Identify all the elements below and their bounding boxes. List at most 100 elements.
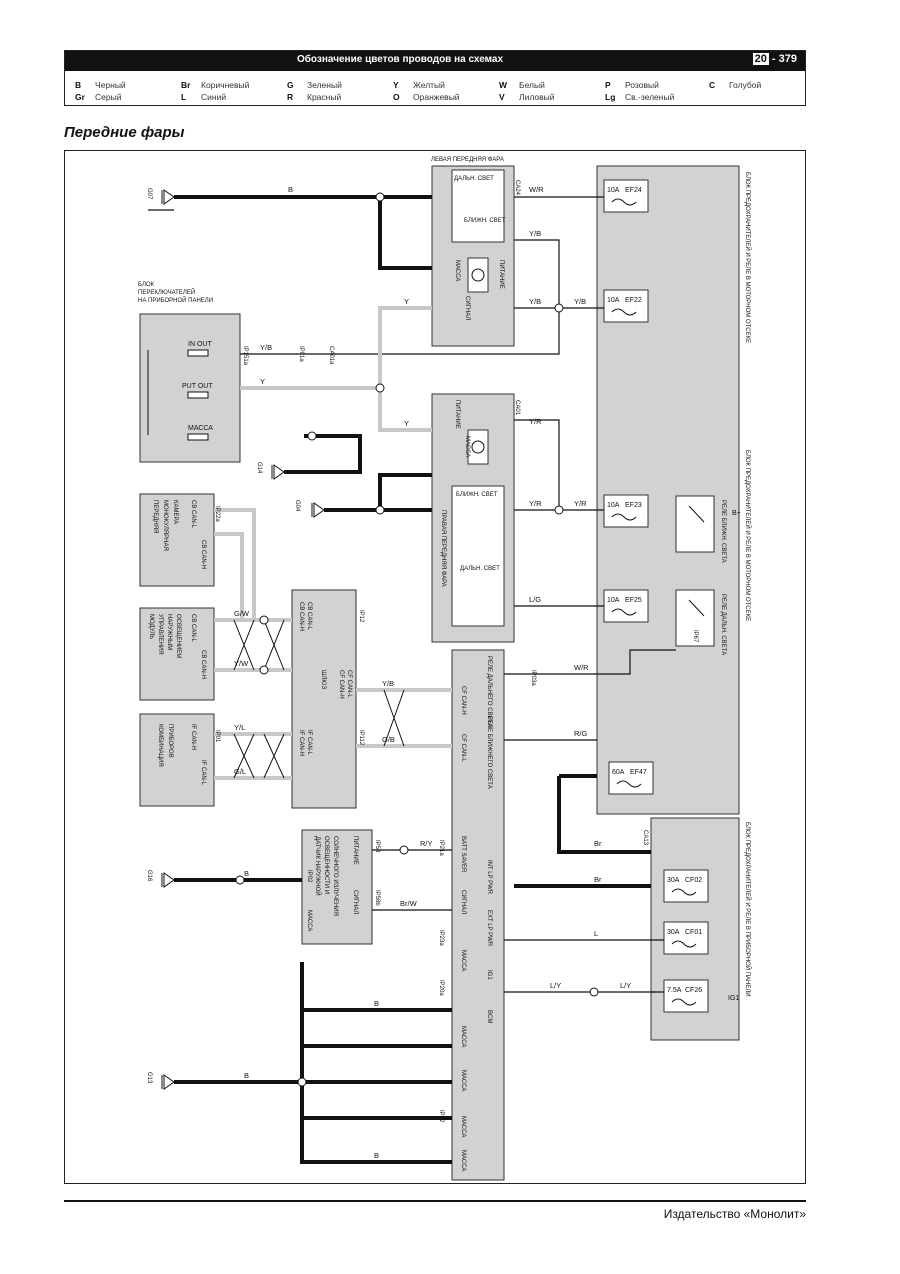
svg-text:ДАЛЬН. СВЕТ: ДАЛЬН. СВЕТ [460, 566, 500, 572]
svg-text:ПРИБОРОВ: ПРИБОРОВ [167, 724, 173, 758]
svg-text:CF CAN-L: CF CAN-L [346, 670, 352, 698]
svg-text:IN OUT: IN OUT [188, 341, 212, 348]
svg-text:IP112: IP112 [358, 730, 364, 746]
svg-text:B: B [374, 999, 379, 1008]
wiring-diagram-svg: БЛОК ПРЕДОХРАНИТЕЛЕЙ И РЕЛЕ В МОТОРНОМ О… [64, 150, 806, 1184]
svg-text:IP12: IP12 [358, 610, 364, 623]
svg-text:IP58b: IP58b [374, 890, 380, 906]
legend-title-bar: Обозначение цветов проводов на схемах 20… [65, 51, 805, 71]
ig1-label: IG1 [728, 995, 739, 1002]
svg-text:МАССА: МАССА [460, 950, 466, 971]
svg-text:ЛЕВАЯ ПЕРЕДНЯЯ ФАРА: ЛЕВАЯ ПЕРЕДНЯЯ ФАРА [431, 157, 504, 163]
svg-text:МАССА: МАССА [464, 436, 470, 457]
svg-text:60A: 60A [612, 769, 625, 776]
gateway-module: ШЛЮЗ CB CAN-H CB CAN-L CF CAN-H CF CAN-L… [291, 589, 357, 809]
twisted-pairs [233, 619, 405, 779]
svg-text:ДАТЧИК НАРУЖНОЙ: ДАТЧИК НАРУЖНОЙ [314, 836, 322, 896]
svg-text:ОСВЕЩЕННОСТИ И: ОСВЕЩЕННОСТИ И [323, 836, 329, 894]
svg-text:IF CAN-H: IF CAN-H [298, 730, 304, 756]
svg-text:IF CAN-L: IF CAN-L [200, 760, 206, 786]
svg-text:EF23: EF23 [625, 502, 642, 509]
svg-text:G/L: G/L [234, 767, 246, 776]
relay-high-beam: РЕЛЕ ДАЛЬН. СВЕТА [675, 589, 726, 655]
svg-text:G/W: G/W [234, 609, 250, 618]
svg-text:УПРАВЛЕНИЯ: УПРАВЛЕНИЯ [157, 614, 163, 655]
svg-text:IF CAN-H: IF CAN-H [190, 724, 196, 750]
svg-text:10A: 10A [607, 597, 620, 604]
svg-text:R/G: R/G [574, 729, 588, 738]
publisher-footer: Издательство «Монолит» [663, 1207, 806, 1221]
svg-text:CB CAN-H: CB CAN-H [200, 540, 206, 569]
svg-text:IP151a: IP151a [242, 346, 248, 366]
footer-rule [64, 1200, 806, 1202]
svg-text:Y: Y [404, 419, 409, 428]
svg-text:МАССА: МАССА [188, 425, 213, 432]
bcm-module: РЕЛЕ ДАЛЬНЕГО СВЕТА РЕЛЕ БЛИЖНЕГО СВЕТА … [451, 649, 505, 1181]
svg-text:CF CAN-L: CF CAN-L [460, 734, 466, 762]
svg-text:Y: Y [404, 297, 409, 306]
wiring-diagram: БЛОК ПРЕДОХРАНИТЕЛЕЙ И РЕЛЕ В МОТОРНОМ О… [64, 150, 806, 1184]
svg-text:CB CAN-L: CB CAN-L [306, 602, 312, 631]
svg-text:БЛОК: БЛОК [138, 282, 155, 288]
svg-text:ПЕРЕДНЯЯ: ПЕРЕДНЯЯ [152, 500, 158, 533]
svg-text:МОНОКУЛЯРНАЯ: МОНОКУЛЯРНАЯ [162, 500, 168, 551]
svg-text:Y/R: Y/R [529, 417, 542, 426]
svg-text:Y/B: Y/B [529, 229, 541, 238]
svg-text:R/Y: R/Y [420, 839, 433, 848]
wire-labels: B W/R Y/B Y/B Y/B Y Y/B Y Y Y/R Y/R Y/R … [234, 185, 631, 1160]
light-sensor: ДАТЧИК НАРУЖНОЙ ОСВЕЩЕННОСТИ И СОЛНЕЧНОГ… [301, 829, 373, 945]
svg-text:Y/B: Y/B [574, 297, 586, 306]
svg-text:IP03a: IP03a [530, 670, 536, 686]
svg-text:IF CAN-L: IF CAN-L [306, 730, 312, 756]
ground-g13: G13 [146, 1072, 175, 1090]
svg-text:30A: 30A [667, 877, 680, 884]
svg-text:B: B [374, 1151, 379, 1160]
svg-text:Br: Br [594, 875, 602, 884]
svg-text:G/B: G/B [382, 735, 395, 744]
ground-g04: G04 [294, 500, 325, 518]
svg-text:CA01a: CA01a [328, 346, 334, 365]
svg-text:ПЕРЕКЛЮЧАТЕЛЕЙ: ПЕРЕКЛЮЧАТЕЛЕЙ [138, 288, 195, 296]
svg-text:30A: 30A [667, 929, 680, 936]
exterior-lighting-module: МОДУЛЬ УПРАВЛЕНИЯ НАРУЖНЫМ ОСВЕЩЕНИЕМ CB… [139, 607, 215, 701]
svg-text:БЛИЖН. СВЕТ: БЛИЖН. СВЕТ [464, 218, 506, 224]
svg-text:ШЛЮЗ: ШЛЮЗ [320, 670, 326, 689]
svg-text:МАССА: МАССА [454, 260, 460, 281]
svg-text:IP22: IP22 [438, 1110, 444, 1123]
color-legend-header: Обозначение цветов проводов на схемах 20… [64, 50, 806, 106]
left-headlamp: ЛЕВАЯ ПЕРЕДНЯЯ ФАРА ДАЛЬН. СВЕТ БЛИЖН. С… [431, 157, 515, 347]
svg-text:CF26: CF26 [685, 987, 702, 994]
svg-text:IG1: IG1 [486, 970, 492, 980]
ground-g16: G16 [146, 870, 175, 888]
svg-text:IP67: IP67 [692, 630, 698, 643]
relay-low-beam: РЕЛЕ БЛИЖН. СВЕТА [675, 495, 726, 563]
engine-box-title: БЛОК ПРЕДОХРАНИТЕЛЕЙ И РЕЛЕ В МОТОРНОМ О… [744, 172, 752, 343]
svg-text:БЛИЖН. СВЕТ: БЛИЖН. СВЕТ [456, 492, 498, 498]
svg-text:СИГНАЛ: СИГНАЛ [464, 296, 470, 320]
svg-text:РЕЛЕ БЛИЖН. СВЕТА: РЕЛЕ БЛИЖН. СВЕТА [720, 500, 726, 563]
front-camera: ПЕРЕДНЯЯ МОНОКУЛЯРНАЯ КАМЕРА CB CAN-L CB… [139, 493, 215, 587]
svg-text:W/R: W/R [574, 663, 589, 672]
svg-text:Br/W: Br/W [400, 899, 418, 908]
svg-text:КОМБИНАЦИЯ: КОМБИНАЦИЯ [157, 724, 163, 767]
svg-text:W/R: W/R [529, 185, 544, 194]
switch-block: БЛОК ПЕРЕКЛЮЧАТЕЛЕЙ НА ПРИБОРНОЙ ПАНЕЛИ … [138, 282, 241, 463]
svg-text:ОСВЕЩЕНИЕМ: ОСВЕЩЕНИЕМ [175, 614, 181, 658]
svg-text:МАССА: МАССА [460, 1070, 466, 1091]
ground-g07: G07 [146, 188, 175, 205]
svg-text:IP01a: IP01a [298, 346, 304, 362]
svg-text:EXT LP PWR: EXT LP PWR [486, 910, 492, 947]
svg-text:G13: G13 [146, 1072, 152, 1084]
wires-black [174, 195, 651, 1164]
svg-text:EF22: EF22 [625, 297, 642, 304]
svg-text:СИГНАЛ: СИГНАЛ [352, 890, 358, 914]
